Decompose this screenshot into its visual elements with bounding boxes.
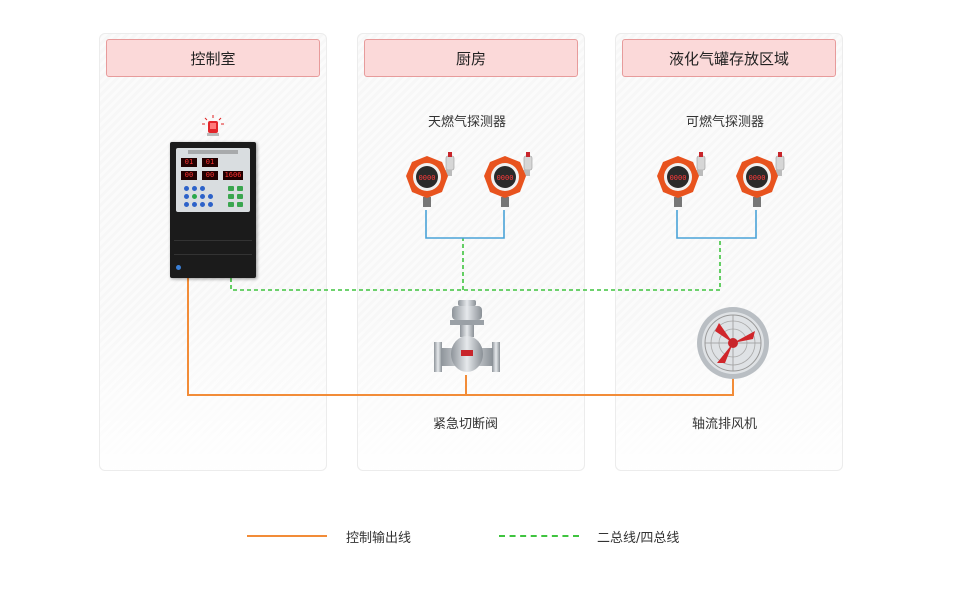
control-room-panel: 控制室 (99, 33, 327, 471)
detector-display: 0000 (670, 174, 687, 182)
detector-display: 0000 (419, 174, 436, 182)
controller-button (228, 186, 234, 191)
controller-button (200, 194, 205, 199)
kitchen-detector-caption: 天燃气探测器 (428, 115, 507, 130)
gas-detector-lpg-2: 0000 (730, 152, 790, 210)
controller-button (208, 202, 213, 207)
axial-exhaust-fan-icon (695, 305, 771, 381)
alarm-light-icon (202, 115, 224, 137)
detector-display: 0000 (749, 174, 766, 182)
controller-button (237, 186, 243, 191)
controller-button (200, 186, 205, 191)
controller-button (237, 194, 243, 199)
kitchen-title: 厨房 (364, 39, 578, 77)
exhaust-fan-caption: 轴流排风机 (692, 417, 758, 432)
gas-detector-lpg-1: 0000 (651, 152, 711, 210)
controller-readout-1: 01 (181, 158, 197, 167)
legend-bus-line-label: 二总线/四总线 (597, 531, 680, 546)
controller-button (184, 194, 189, 199)
lpg-storage-title: 液化气罐存放区域 (622, 39, 836, 77)
detector-display: 0000 (497, 174, 514, 182)
bus-line (230, 238, 721, 291)
controller-readout-3: 00 (181, 171, 197, 180)
legend-control-line-swatch (247, 535, 327, 537)
controller-display-panel: 01 01 00 00 1606 (176, 148, 250, 212)
shutoff-valve-caption: 紧急切断阀 (433, 417, 499, 432)
controller-readout-2: 01 (202, 158, 218, 167)
kitchen-panel: 厨房 (357, 33, 585, 471)
control-output-line (187, 278, 734, 396)
controller-button (200, 202, 205, 207)
controller-button (237, 202, 243, 207)
lpg-detector-caption: 可燃气探测器 (686, 115, 765, 130)
power-indicator-icon (176, 265, 181, 270)
controller-readout-4: 00 (202, 171, 218, 180)
gas-alarm-controller: 01 01 00 00 1606 (170, 142, 256, 278)
controller-button (192, 202, 197, 207)
gas-detector-kitchen-2: 0000 (478, 152, 538, 210)
lpg-storage-panel: 液化气罐存放区域 (615, 33, 843, 471)
controller-button (192, 194, 197, 199)
kitchen-detector-links (425, 210, 505, 239)
legend-bus-line-swatch (499, 535, 579, 537)
legend-control-line-label: 控制输出线 (346, 531, 412, 546)
controller-button (184, 202, 189, 207)
controller-button (192, 186, 197, 191)
controller-readout-5: 1606 (223, 171, 243, 180)
controller-button (228, 202, 234, 207)
controller-button (228, 194, 234, 199)
controller-button (184, 186, 189, 191)
gas-detector-kitchen-1: 0000 (400, 152, 460, 210)
control-room-title: 控制室 (106, 39, 320, 77)
emergency-shutoff-valve-icon (432, 300, 502, 378)
controller-button (208, 194, 213, 199)
lpg-detector-links (676, 210, 757, 239)
